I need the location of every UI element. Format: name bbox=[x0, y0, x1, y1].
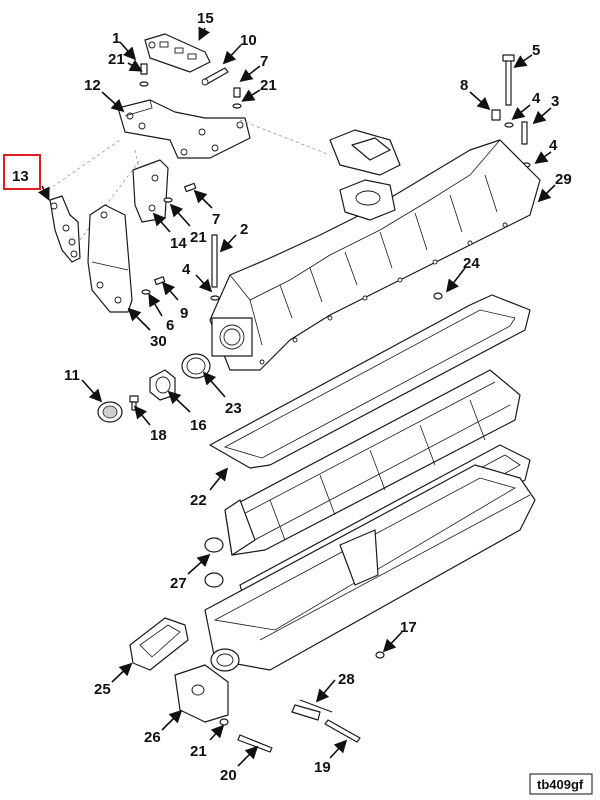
callout-26: 26 bbox=[144, 729, 161, 746]
figure-ref-box: tb409gf bbox=[529, 773, 593, 795]
callout-17: 17 bbox=[400, 619, 417, 636]
callout-6: 6 bbox=[166, 317, 174, 334]
support-bracket-part bbox=[87, 204, 133, 313]
callout-12: 12 bbox=[84, 77, 101, 94]
lifting-bracket-part bbox=[132, 159, 169, 223]
plug-part bbox=[433, 292, 443, 300]
callout-30: 30 bbox=[150, 333, 167, 350]
callout-20: 20 bbox=[220, 767, 237, 784]
adapter-part bbox=[149, 369, 176, 401]
cooler-housing-part bbox=[204, 464, 536, 672]
callout-21: 21 bbox=[260, 77, 277, 94]
callout-9: 9 bbox=[180, 305, 188, 322]
callout-8: 8 bbox=[460, 77, 468, 94]
callout-25: 25 bbox=[94, 681, 111, 698]
callout-15: 15 bbox=[197, 10, 214, 27]
callout-23: 23 bbox=[225, 400, 242, 417]
callout-4: 4 bbox=[549, 137, 558, 154]
gasket-plate-part bbox=[144, 33, 211, 73]
figure-ref: tb409gf bbox=[537, 777, 584, 792]
callout-21: 21 bbox=[190, 229, 207, 246]
sensor-part bbox=[201, 67, 229, 86]
elbow-gasket-part bbox=[129, 617, 189, 671]
intake-manifold-part bbox=[209, 129, 541, 371]
callout-24: 24 bbox=[463, 255, 480, 272]
callout-21: 21 bbox=[190, 743, 207, 760]
callout-21: 21 bbox=[108, 51, 125, 68]
callout-22: 22 bbox=[190, 492, 207, 509]
bolt-part bbox=[219, 651, 385, 753]
callout-10: 10 bbox=[240, 32, 257, 49]
callout-11: 11 bbox=[64, 367, 80, 384]
callout-highlight-box bbox=[3, 154, 41, 190]
callout-7: 7 bbox=[260, 53, 268, 70]
callout-27: 27 bbox=[170, 575, 187, 592]
callout-28: 28 bbox=[338, 671, 355, 688]
cooler-core-part bbox=[204, 369, 521, 588]
callout-4: 4 bbox=[532, 90, 541, 107]
callout-29: 29 bbox=[555, 171, 572, 188]
callout-19: 19 bbox=[314, 759, 331, 776]
bolt-part bbox=[139, 54, 531, 168]
callout-16: 16 bbox=[190, 417, 207, 434]
leader-lines bbox=[37, 26, 556, 767]
callout-4: 4 bbox=[182, 261, 191, 278]
callout-1: 1 bbox=[112, 30, 120, 47]
callout-5: 5 bbox=[532, 42, 540, 59]
bolt-part bbox=[141, 182, 220, 301]
cooler-gasket-part bbox=[209, 294, 531, 469]
callout-18: 18 bbox=[150, 427, 167, 444]
callout-14: 14 bbox=[170, 235, 187, 252]
callout-13: 13 bbox=[12, 168, 29, 185]
seal-part bbox=[97, 401, 123, 423]
callout-3: 3 bbox=[551, 93, 559, 110]
callout-7: 7 bbox=[212, 211, 220, 228]
bracket-part bbox=[49, 195, 81, 263]
outlet-elbow-part bbox=[174, 664, 229, 723]
mounting-plate-part bbox=[117, 99, 251, 159]
callout-labels: 15 1 10 5 21 7 21 12 8 4 3 4 13 29 7 14 … bbox=[12, 10, 572, 784]
callout-2: 2 bbox=[240, 221, 248, 238]
